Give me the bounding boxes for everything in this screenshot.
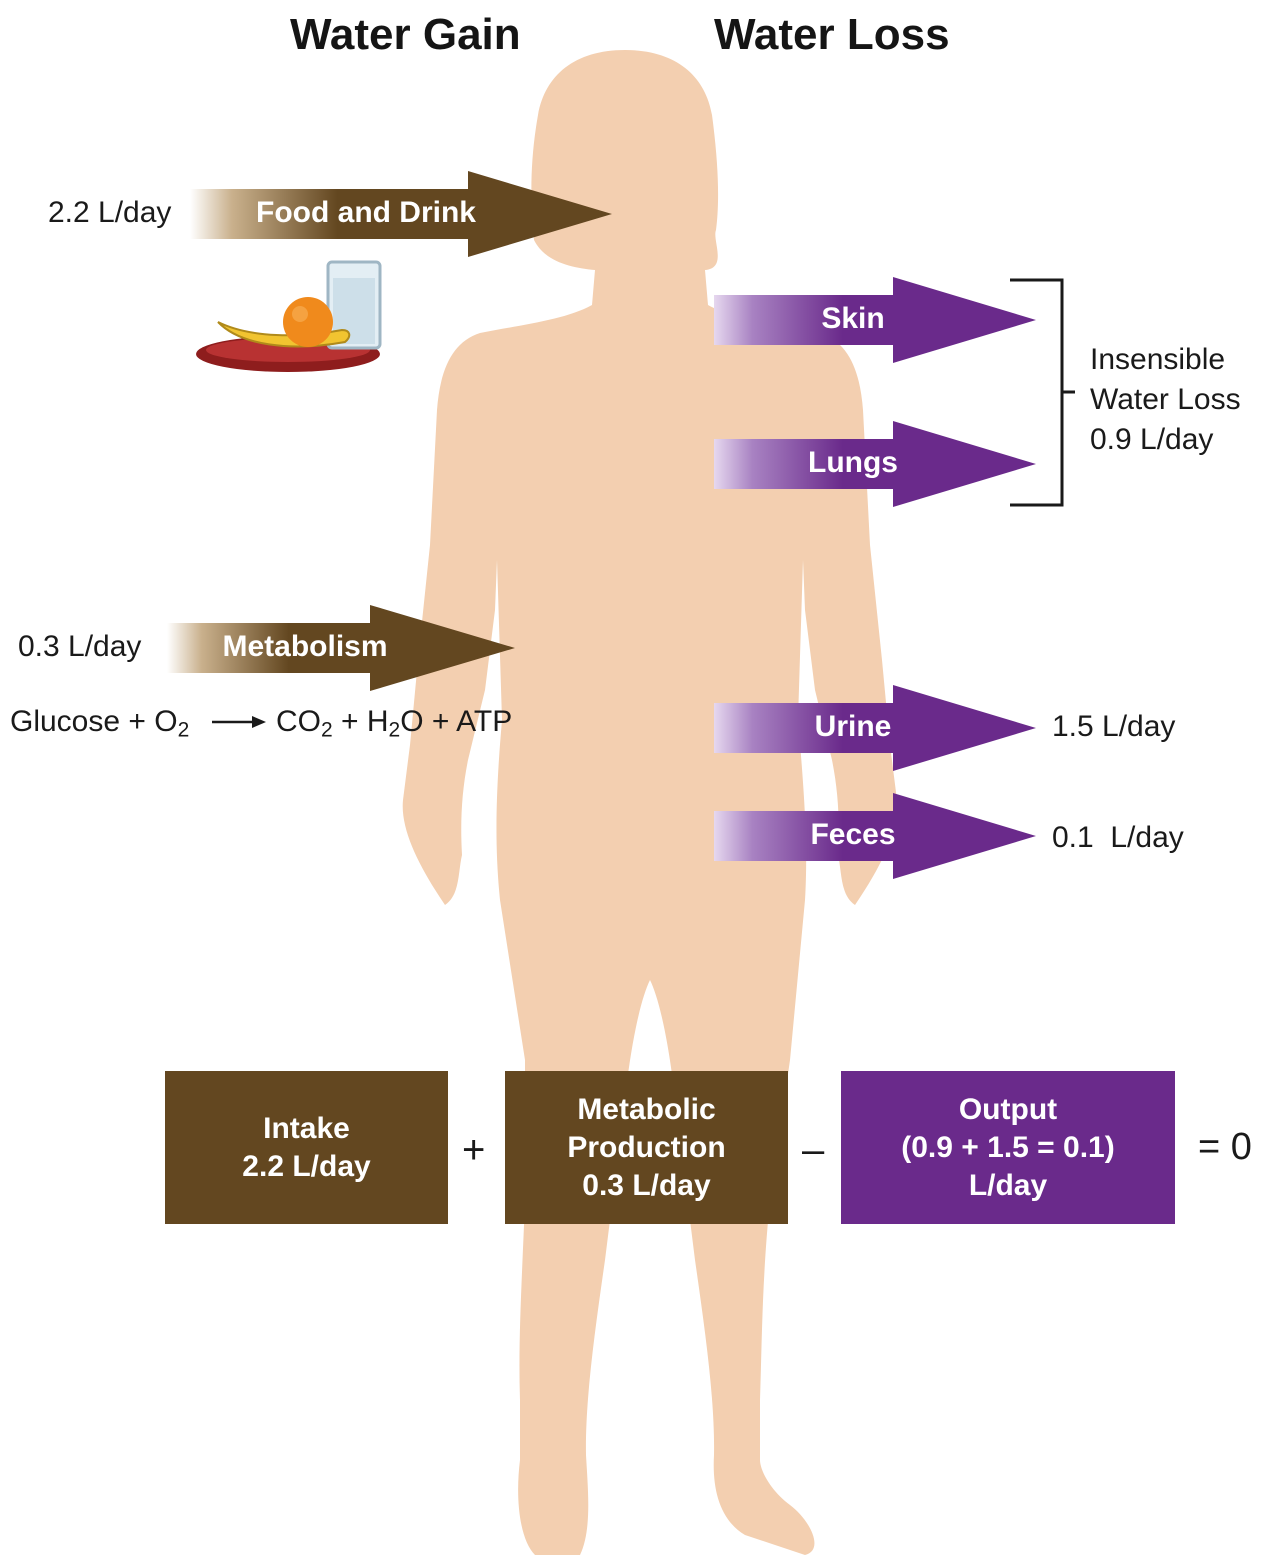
water-gain-heading: Water Gain <box>290 10 521 60</box>
urine-rate-label: 1.5 L/day <box>1052 710 1175 744</box>
food-and-drink-illustration <box>196 262 380 372</box>
feces-label: Feces <box>790 818 916 852</box>
orange <box>283 297 333 347</box>
body-shape <box>403 50 898 1555</box>
minus-operator: – <box>802 1128 824 1173</box>
insensible-water-loss-label: Insensible Water Loss 0.9 L/day <box>1090 340 1241 460</box>
urine-label: Urine <box>790 710 916 744</box>
output-box-text: Output (0.9 + 1.5 = 0.1) L/day <box>841 1071 1175 1224</box>
lungs-label: Lungs <box>790 446 916 480</box>
reaction-arrow <box>212 716 266 728</box>
intake-box-text: Intake 2.2 L/day <box>165 1071 448 1224</box>
skin-label: Skin <box>790 302 916 336</box>
glucose-equation-reactants: Glucose + O2 <box>10 705 189 742</box>
metabolism-label: Metabolism <box>210 630 400 664</box>
food-and-drink-label: Food and Drink <box>250 196 482 230</box>
metabolic-production-box-text: Metabolic Production 0.3 L/day <box>505 1071 788 1224</box>
food-rate-label: 2.2 L/day <box>48 196 171 230</box>
glucose-equation-products: CO2 + H2O + ATP <box>276 705 512 742</box>
feces-rate-label: 0.1 L/day <box>1052 821 1184 855</box>
equals-zero: = 0 <box>1198 1126 1252 1169</box>
metabolism-rate-label: 0.3 L/day <box>18 630 141 664</box>
plus-operator: + <box>462 1128 485 1173</box>
water-loss-heading: Water Loss <box>714 10 950 60</box>
insensible-bracket <box>1010 280 1075 505</box>
